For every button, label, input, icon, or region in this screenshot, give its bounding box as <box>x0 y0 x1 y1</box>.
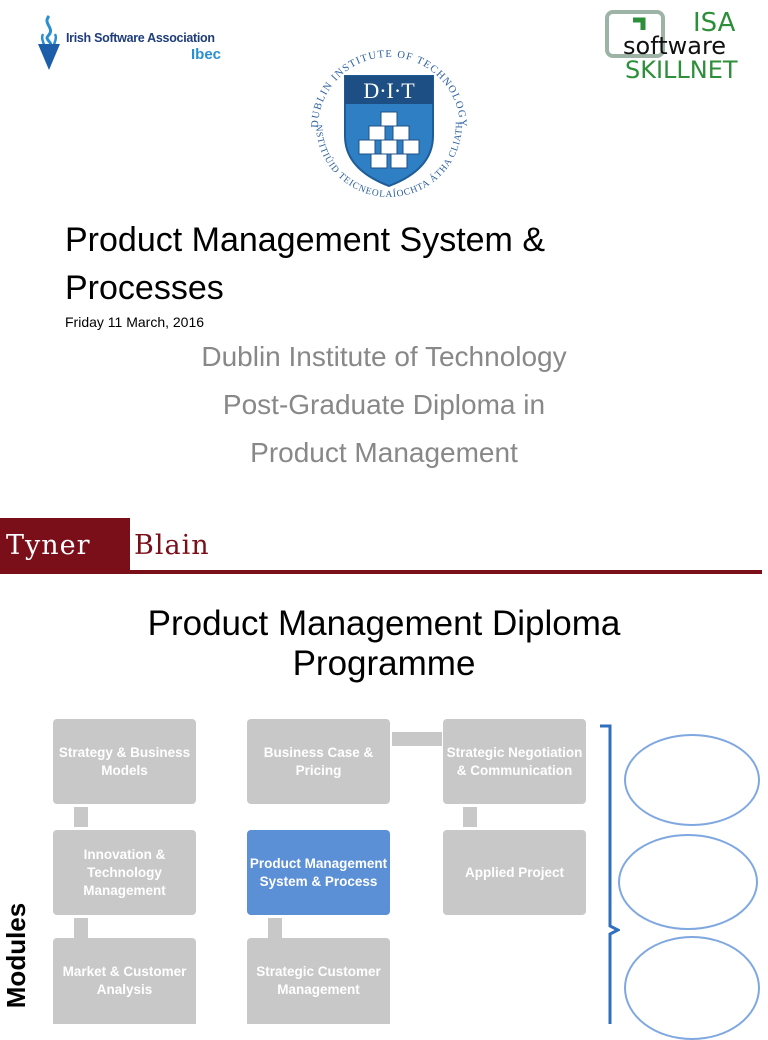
module-customer-mgmt[interactable]: Strategic Customer Management <box>247 938 390 1024</box>
slide1-title-line1: Product Management System & <box>65 221 546 259</box>
module-market[interactable]: Market & Customer Analysis <box>53 938 196 1024</box>
modules-side-label: Modules <box>1 902 32 1009</box>
tynerblain-logo-box <box>0 518 130 573</box>
slide1-subtitle: Dublin Institute of Technology Post-Grad… <box>0 333 768 477</box>
isa-flame-icon <box>38 15 60 70</box>
skillnet-badge-icon <box>605 10 665 58</box>
slide2-title-line2: Programme <box>292 644 476 683</box>
svg-text:D·I·T: D·I·T <box>363 78 415 103</box>
outline-ellipse <box>624 936 760 1040</box>
dit-seal: DUBLIN INSTITUTE OF TECHNOLOGY INSTITIÚI… <box>296 29 480 208</box>
connector <box>74 918 88 938</box>
bracket-icon <box>600 724 620 1024</box>
connector <box>463 807 477 827</box>
slide1-title: Product Management System & Processes <box>65 216 705 312</box>
module-strategy[interactable]: Strategy & Business Models <box>53 719 196 804</box>
isa-name: Irish Software Association <box>66 31 215 45</box>
brand-divider <box>0 570 762 574</box>
dit-crest-icon: DUBLIN INSTITUTE OF TECHNOLOGY INSTITIÚI… <box>296 29 467 200</box>
title-slide: Irish Software Association Ibec ISA soft… <box>0 0 768 500</box>
brand-blain: Blain <box>134 530 210 561</box>
brand-tyner: Tyner <box>6 530 91 561</box>
outline-ellipse <box>618 834 758 930</box>
skillnet-software: software <box>623 32 727 60</box>
programme-slide: Tyner Blain Product Management Diploma P… <box>0 500 768 1040</box>
isa-logo: Irish Software Association Ibec <box>34 14 244 74</box>
module-applied-project[interactable]: Applied Project <box>443 830 586 915</box>
ibec-name: Ibec <box>191 46 222 63</box>
connector <box>392 732 442 746</box>
slide2-title-line1: Product Management Diploma <box>147 604 621 643</box>
outline-ellipse <box>624 734 760 826</box>
subtitle-line-2: Post-Graduate Diploma in <box>222 389 546 420</box>
slide2-title: Product Management Diploma Programme <box>0 604 768 684</box>
skillnet-logo: ISA software SKILLNET <box>605 8 750 85</box>
slide1-title-line2: Processes <box>65 269 224 307</box>
skillnet-skillnet: SKILLNET <box>625 56 738 84</box>
connector <box>268 918 282 938</box>
subtitle-line-3: Product Management <box>250 437 518 468</box>
module-negotiation[interactable]: Strategic Negotiation & Communication <box>443 719 586 804</box>
module-innovation[interactable]: Innovation & Technology Management <box>53 830 196 915</box>
module-business-case[interactable]: Business Case & Pricing <box>247 719 390 804</box>
subtitle-line-1: Dublin Institute of Technology <box>201 341 567 372</box>
slide1-date: Friday 11 March, 2016 <box>65 314 205 330</box>
connector <box>74 807 88 827</box>
skillnet-isa: ISA <box>693 8 736 38</box>
module-pm-system[interactable]: Product Management System & Process <box>247 830 390 915</box>
